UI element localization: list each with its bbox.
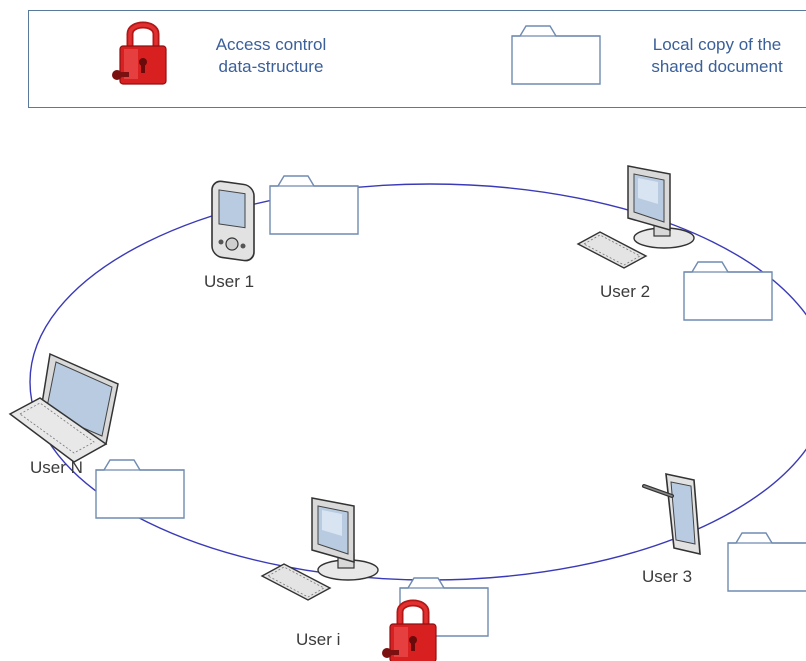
user3-tablet-icon: [642, 472, 702, 556]
user1-document-icon: [269, 175, 359, 235]
user-1-label: User 1: [204, 272, 255, 291]
legend-document-label: Local copy of the shared document: [651, 35, 783, 76]
user3-document-icon: [727, 532, 806, 592]
user-2-label: User 2: [600, 282, 651, 301]
legend-lock-icon: [112, 25, 166, 84]
user2-document-icon: [683, 261, 773, 321]
user-3-label: User 3: [642, 567, 693, 586]
user2-desktop-icon: [577, 165, 695, 269]
legend-lock-label: Access control data-structure: [215, 35, 327, 76]
user1-pda-icon: [211, 179, 255, 263]
user-n-label: User N: [30, 458, 83, 477]
legend-folder-icon: [511, 25, 601, 85]
user-i-label: User i: [296, 630, 341, 649]
legend-box: [28, 10, 806, 108]
useri-desktop-icon: [261, 497, 379, 601]
userN-laptop-icon: [9, 353, 119, 463]
userN-document-icon: [95, 459, 185, 519]
